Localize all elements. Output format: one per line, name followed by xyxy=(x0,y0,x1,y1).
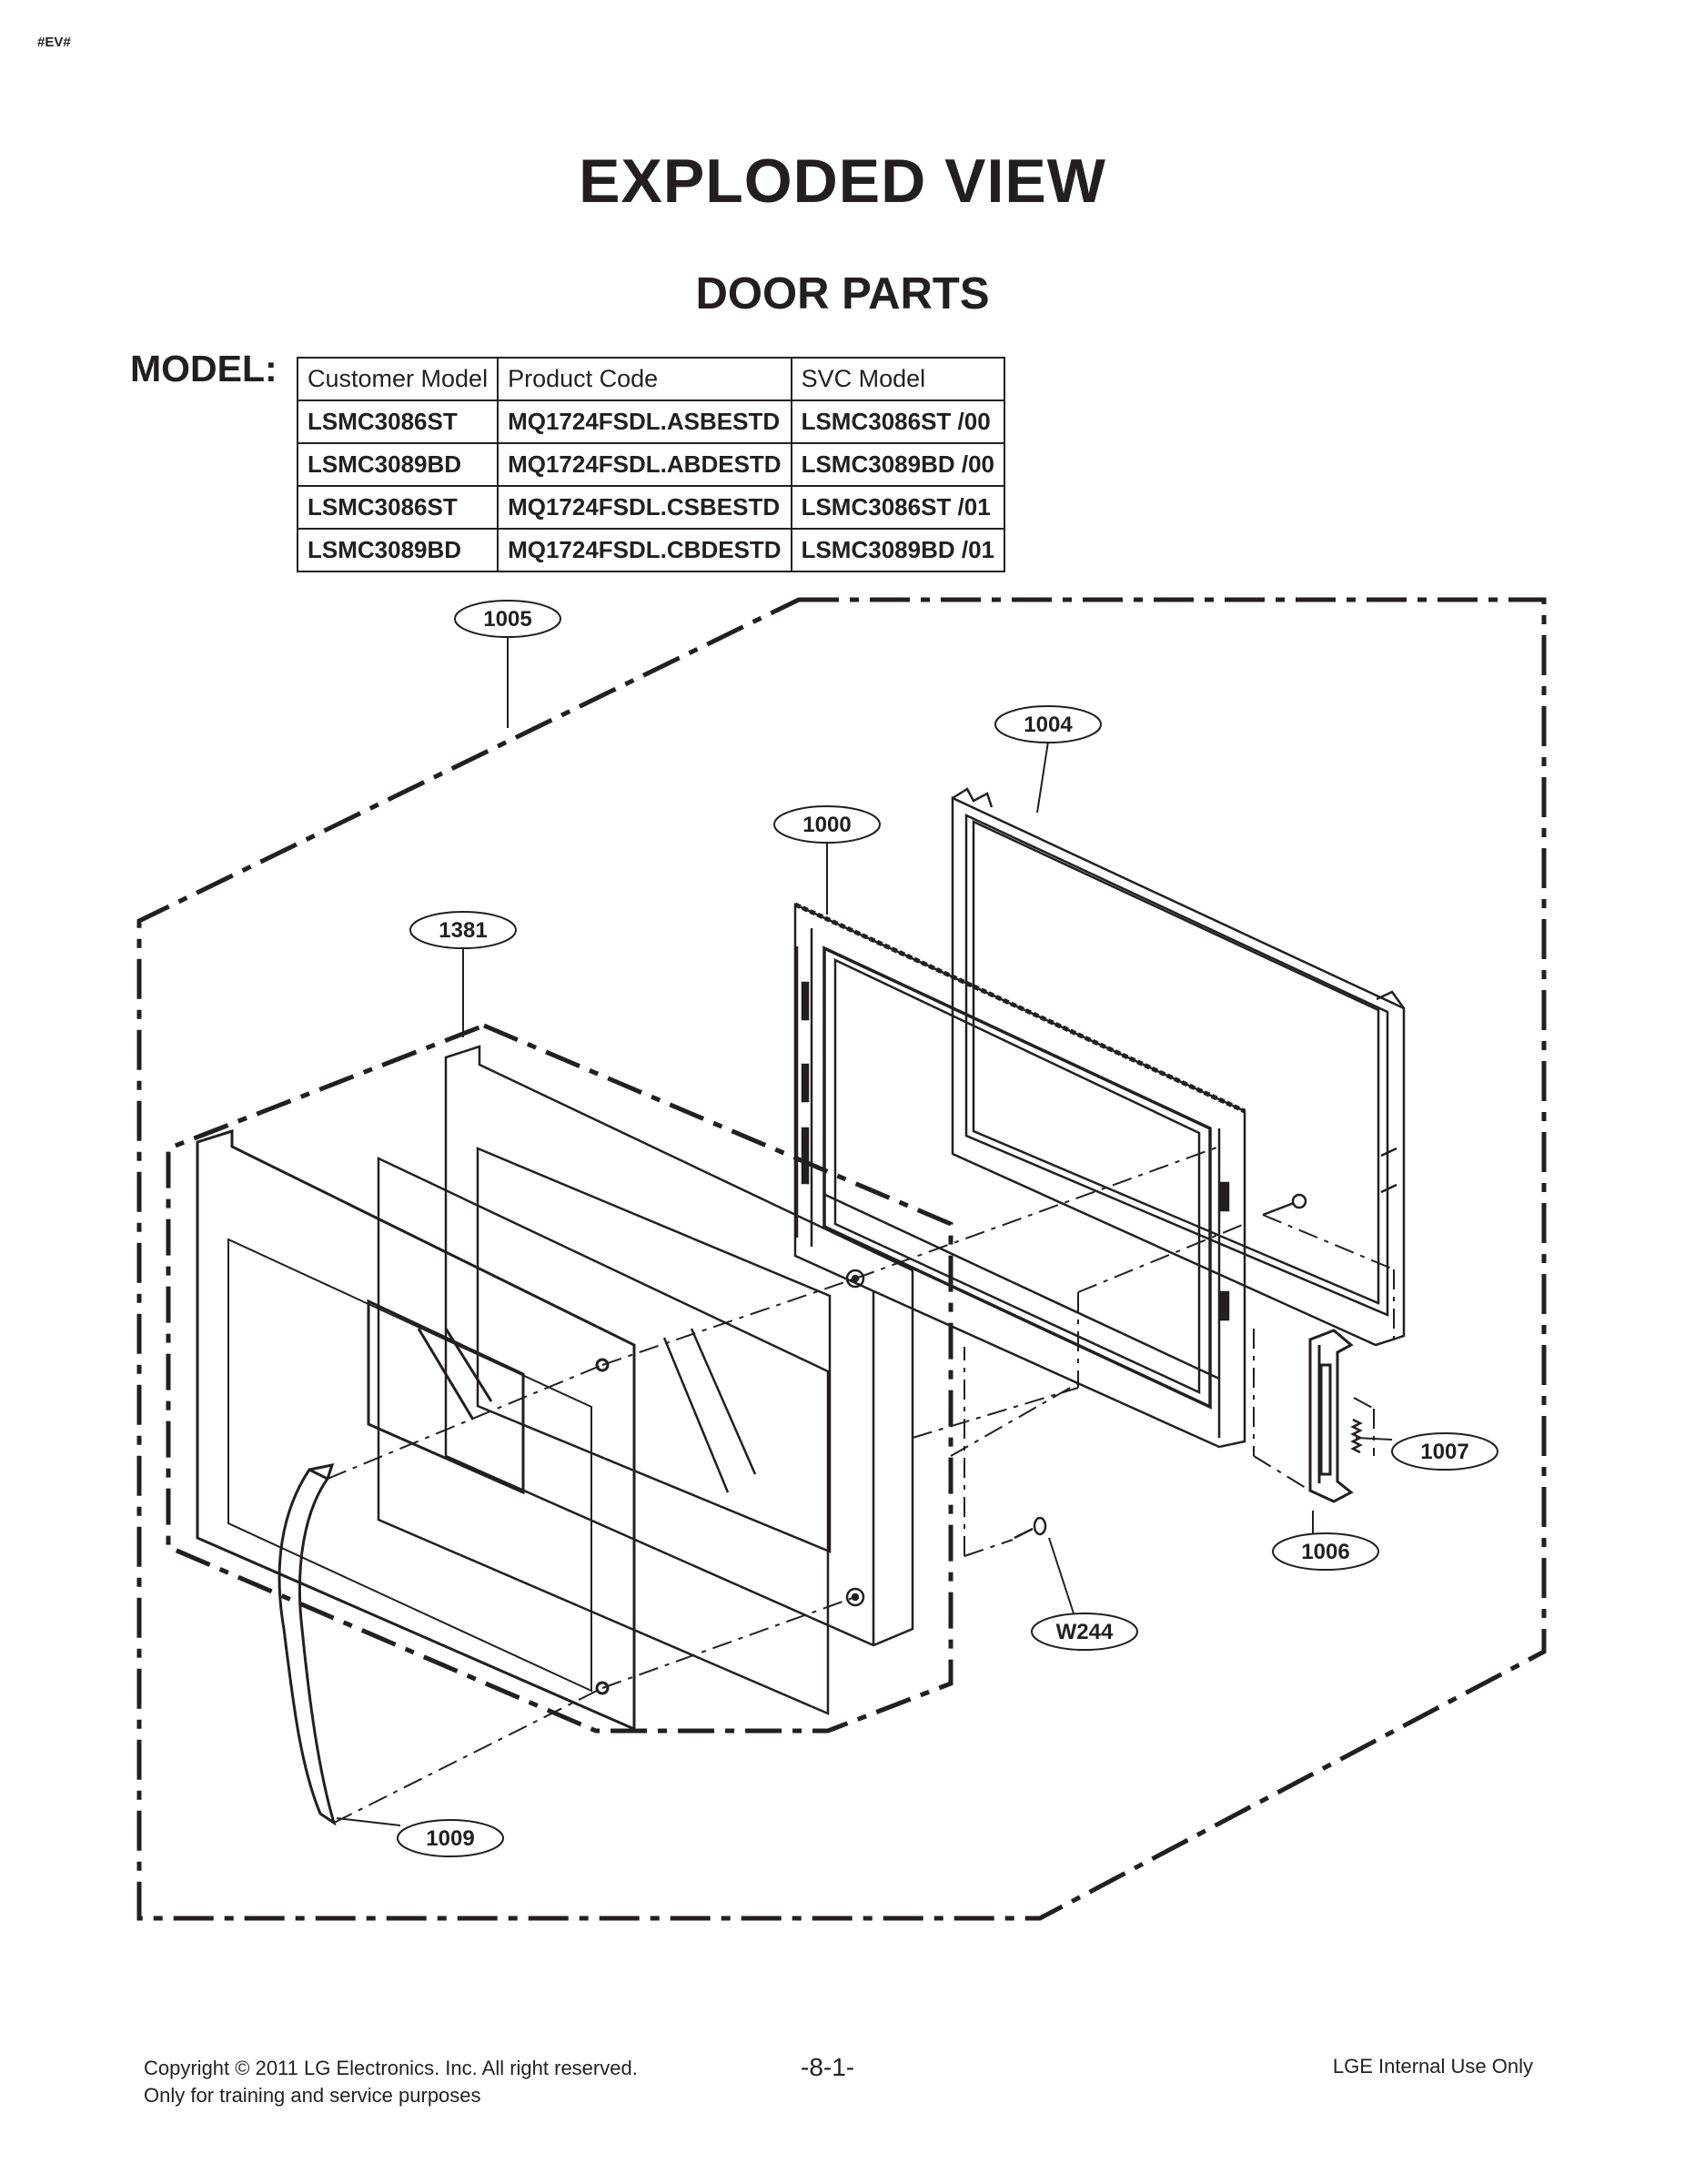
table-cell: MQ1724FSDL.ABDESTD xyxy=(497,442,792,487)
table-row: LSMC3086ST MQ1724FSDL.CSBESTD LSMC3086ST… xyxy=(296,485,1006,530)
callout-1000: 1000 xyxy=(773,805,881,844)
section-subtitle: DOOR PARTS xyxy=(695,269,990,318)
document-tag: #EV# xyxy=(37,35,71,50)
callout-1009: 1009 xyxy=(397,1819,504,1857)
footer-copyright-block: Copyright © 2011 LG Electronics. Inc. Al… xyxy=(144,2055,638,2109)
part-1009-door-handle xyxy=(277,1463,337,1826)
page-number: -8-1- xyxy=(801,2053,855,2081)
screw-w244 xyxy=(1014,1516,1047,1540)
table-cell: LSMC3086ST xyxy=(296,399,499,444)
table-cell: LSMC3089BD /00 xyxy=(790,442,1006,487)
part-1000-door-chassis xyxy=(793,902,1246,1449)
part-1381-front-frame xyxy=(196,1128,636,1732)
table-cell: MQ1724FSDL.CBDESTD xyxy=(497,528,792,572)
table-cell: LSMC3089BD /01 xyxy=(790,528,1006,572)
footer-internal-note: LGE Internal Use Only xyxy=(1332,2055,1533,2078)
callout-1004-label: 1004 xyxy=(1024,713,1073,737)
header-customer-model: Customer Model xyxy=(296,357,499,401)
assembly-boundary-1005 xyxy=(136,597,1547,1921)
footer-training-note: Only for training and service purposes xyxy=(144,2084,481,2107)
table-row: LSMC3089BD MQ1724FSDL.ABDESTD LSMC3089BD… xyxy=(296,442,1006,487)
alignment-lines xyxy=(327,1146,1395,1824)
callout-1009-label: 1009 xyxy=(426,1826,474,1851)
header-svc-model: SVC Model xyxy=(790,357,1006,401)
model-table: Customer Model Product Code SVC Model LS… xyxy=(296,357,1006,572)
callout-1004: 1004 xyxy=(994,705,1102,743)
part-1007-spring xyxy=(1350,1418,1363,1454)
table-cell: LSMC3089BD xyxy=(296,528,499,572)
model-label: MODEL: xyxy=(130,348,277,389)
table-cell: LSMC3086ST /01 xyxy=(790,485,1006,530)
leader-lines xyxy=(336,636,1393,1826)
table-cell: LSMC3086ST /00 xyxy=(790,399,1006,444)
part-1004-inner-frame xyxy=(951,787,1406,1347)
callout-1005-label: 1005 xyxy=(483,607,531,632)
part-1381-glass-panel xyxy=(377,1157,830,1715)
callout-1005: 1005 xyxy=(454,600,561,638)
footer-copyright: Copyright © 2011 LG Electronics. Inc. Al… xyxy=(144,2057,638,2079)
table-cell: LSMC3089BD xyxy=(296,442,499,487)
callout-1381-label: 1381 xyxy=(439,918,487,943)
table-cell: MQ1724FSDL.CSBESTD xyxy=(497,485,792,530)
callout-1006: 1006 xyxy=(1272,1532,1379,1571)
table-row: LSMC3089BD MQ1724FSDL.CBDESTD LSMC3089BD… xyxy=(296,528,1006,572)
callout-1007: 1007 xyxy=(1391,1432,1498,1471)
subassembly-boundary-1381 xyxy=(166,1023,953,1734)
part-1006-latch-hook xyxy=(1308,1329,1354,1503)
table-row: LSMC3086ST MQ1724FSDL.ASBESTD LSMC3086ST… xyxy=(296,399,1006,444)
model-table-header-row: Customer Model Product Code SVC Model xyxy=(296,357,1006,401)
callout-w244-label: W244 xyxy=(1056,1620,1114,1644)
callout-1007-label: 1007 xyxy=(1420,1440,1468,1464)
callout-1000-label: 1000 xyxy=(802,813,851,837)
part-1381-back-panel xyxy=(444,1045,914,1647)
table-cell: MQ1724FSDL.ASBESTD xyxy=(497,399,792,444)
callout-w244: W244 xyxy=(1031,1613,1138,1651)
callout-1381: 1381 xyxy=(409,911,517,949)
chassis-screw xyxy=(1262,1193,1307,1217)
callout-1006-label: 1006 xyxy=(1301,1540,1349,1564)
header-product-code: Product Code xyxy=(497,357,792,401)
table-cell: LSMC3086ST xyxy=(296,485,499,530)
page-title: EXPLODED VIEW xyxy=(579,147,1106,216)
